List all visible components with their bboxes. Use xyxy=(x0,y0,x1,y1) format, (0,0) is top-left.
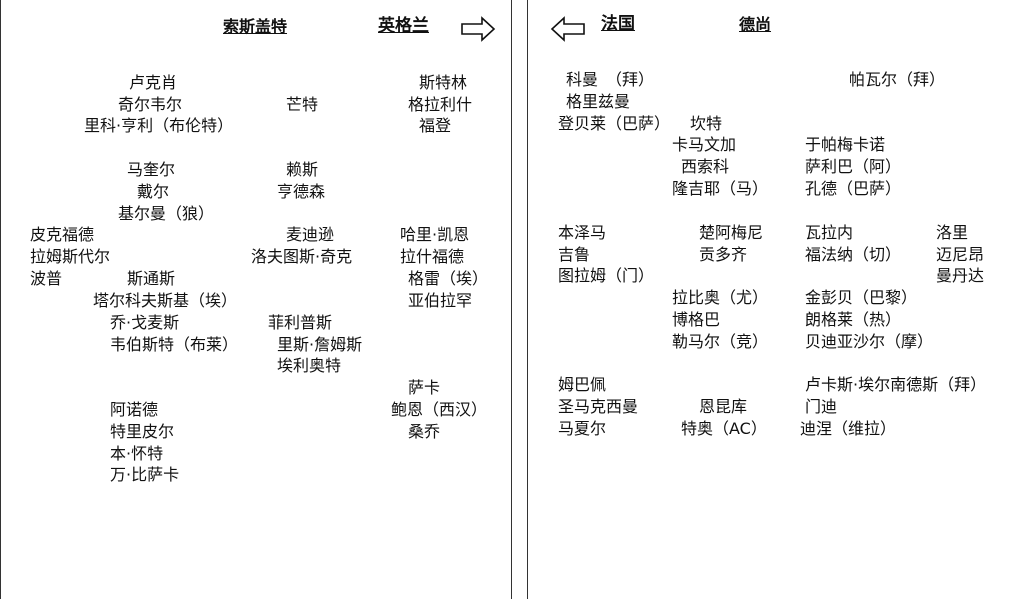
arrow-right-icon[interactable] xyxy=(460,16,496,42)
team-title-france: 法国 xyxy=(601,14,635,34)
player: 戴尔 xyxy=(137,182,170,201)
team-title-england: 英格兰 xyxy=(378,16,429,36)
player: 埃利奥特 xyxy=(277,356,342,375)
player: 马奎尔 xyxy=(127,160,176,179)
player: 西索科 xyxy=(681,157,730,176)
player: 麦迪逊 xyxy=(286,225,335,244)
player: 登贝莱（巴萨） xyxy=(558,114,671,133)
player: 皮克福德 xyxy=(30,225,95,244)
player: 塔尔科夫斯基（埃） xyxy=(93,291,238,310)
player: 瓦拉内 xyxy=(805,223,854,242)
player: 斯通斯 xyxy=(127,269,176,288)
player: 斯特林 xyxy=(419,73,468,92)
player: 隆吉耶（马） xyxy=(672,179,769,198)
player: 韦伯斯特（布莱） xyxy=(110,335,239,354)
arrow-left-icon[interactable] xyxy=(550,16,586,42)
player: 勒马尔（竞） xyxy=(672,332,769,351)
player: 孔德（巴萨） xyxy=(805,179,902,198)
player: 卢卡斯·埃尔南德斯（拜） xyxy=(805,375,987,394)
player: 于帕梅卡诺 xyxy=(805,135,886,154)
player: 迪涅（维拉） xyxy=(800,419,897,438)
player: 格雷（埃） xyxy=(408,269,489,288)
player: 亚伯拉罕 xyxy=(408,291,473,310)
player: 赖斯 xyxy=(286,160,319,179)
player: 朗格莱（热） xyxy=(805,310,902,329)
player: 洛夫图斯·奇克 xyxy=(251,247,353,266)
player: 哈里·凯恩 xyxy=(400,225,470,244)
player: 桑乔 xyxy=(408,422,441,441)
coach-england: 索斯盖特 xyxy=(223,17,288,36)
player: 马夏尔 xyxy=(558,419,607,438)
player: 卢克肖 xyxy=(129,73,178,92)
player: 圣马克西曼 xyxy=(558,397,639,416)
player: 金彭贝（巴黎） xyxy=(805,288,918,307)
player: 图拉姆（门） xyxy=(558,266,655,285)
player: 芒特 xyxy=(286,95,319,114)
player: 本泽马 xyxy=(558,223,607,242)
player: 格拉利什 xyxy=(408,95,473,114)
player: 亨德森 xyxy=(277,182,326,201)
player: 菲利普斯 xyxy=(268,313,333,332)
player: 波普 xyxy=(30,269,63,288)
player: 乔·戈麦斯 xyxy=(110,313,180,332)
player: 坎特 xyxy=(690,114,723,133)
right-page: 法国 德尚 科曼 （拜） 格里兹曼 登贝莱（巴萨） 坎特 卡马文加 西索科 隆吉… xyxy=(527,0,1024,599)
player: 福登 xyxy=(419,116,452,135)
player: 万·比萨卡 xyxy=(110,465,180,484)
player: 洛里 xyxy=(936,223,969,242)
player: 恩昆库 xyxy=(699,397,748,416)
player: 帕瓦尔（拜） xyxy=(849,70,946,89)
player: 吉鲁 xyxy=(558,245,591,264)
player: 基尔曼（狼） xyxy=(118,204,215,223)
player: 萨卡 xyxy=(408,378,441,397)
player: 里科·亨利（布伦特） xyxy=(84,116,234,135)
player: 门迪 xyxy=(805,397,838,416)
coach-france: 德尚 xyxy=(739,15,772,34)
player: 迈尼昂 xyxy=(936,245,985,264)
player: 姆巴佩 xyxy=(558,375,607,394)
player: 曼丹达 xyxy=(936,266,985,285)
player: 奇尔韦尔 xyxy=(118,95,183,114)
player: 特奥（AC） xyxy=(681,419,767,438)
player: 福法纳（切） xyxy=(805,245,902,264)
player: 阿诺德 xyxy=(110,400,159,419)
player: 里斯·詹姆斯 xyxy=(277,335,363,354)
player: 科曼 （拜） xyxy=(566,70,655,89)
player: 博格巴 xyxy=(672,310,721,329)
player: 拉比奥（尤） xyxy=(672,288,769,307)
player: 贡多齐 xyxy=(699,245,748,264)
left-page: 索斯盖特 英格兰 卢克肖 奇尔韦尔 里科·亨利（布伦特） 芒特 斯特林 格拉利什… xyxy=(0,0,512,599)
player: 特里皮尔 xyxy=(110,422,175,441)
player: 拉什福德 xyxy=(400,247,465,266)
player: 鲍恩（西汉） xyxy=(391,400,488,419)
player: 拉姆斯代尔 xyxy=(30,247,111,266)
player: 格里兹曼 xyxy=(566,92,631,111)
player: 本·怀特 xyxy=(110,444,164,463)
player: 楚阿梅尼 xyxy=(699,223,764,242)
player: 卡马文加 xyxy=(672,135,737,154)
player: 贝迪亚沙尔（摩） xyxy=(805,332,934,351)
player: 萨利巴（阿） xyxy=(805,157,902,176)
